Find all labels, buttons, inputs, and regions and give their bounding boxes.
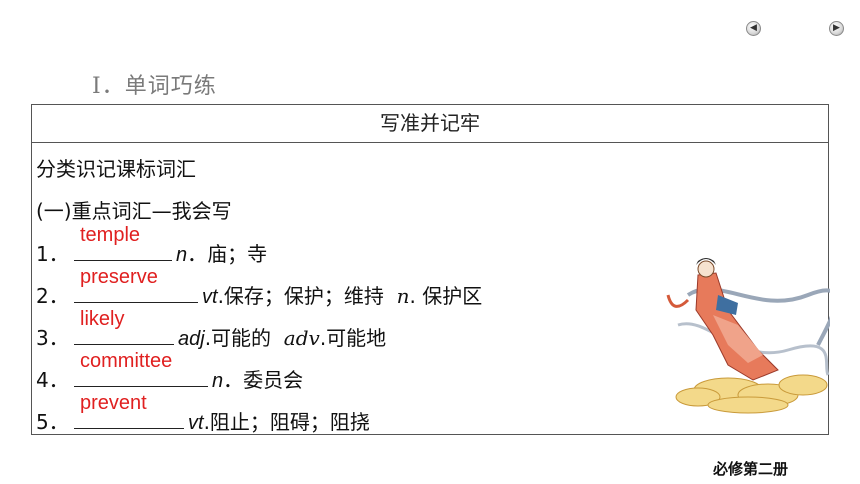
section-title: Ⅰ．单词巧练 — [92, 74, 217, 99]
answer-blank[interactable]: prevent — [74, 392, 184, 429]
answer-text: temple — [80, 224, 141, 246]
book-label: 必修第二册 — [713, 460, 789, 478]
answer-blank[interactable]: temple — [74, 224, 172, 261]
panel-header: 写准并记牢 — [32, 105, 828, 143]
prev-slide-button[interactable]: ◀ — [746, 21, 761, 36]
arrow-right-icon: ▶ — [833, 23, 840, 33]
answer-blank[interactable]: likely — [74, 308, 174, 345]
answer-blank[interactable]: committee — [74, 350, 208, 387]
answer-text: committee — [80, 350, 173, 372]
fairy-illustration — [666, 258, 830, 414]
arrow-left-icon: ◀ — [750, 23, 757, 33]
answer-text: prevent — [80, 392, 147, 414]
answer-text: preserve — [80, 266, 158, 288]
next-slide-button[interactable]: ▶ — [829, 21, 844, 36]
answer-blank[interactable]: preserve — [74, 266, 198, 303]
answer-text: likely — [80, 308, 125, 330]
subcategory-label: (一)重点词汇—我会写 — [36, 199, 232, 223]
category-label: 分类识记课标词汇 — [36, 157, 196, 181]
